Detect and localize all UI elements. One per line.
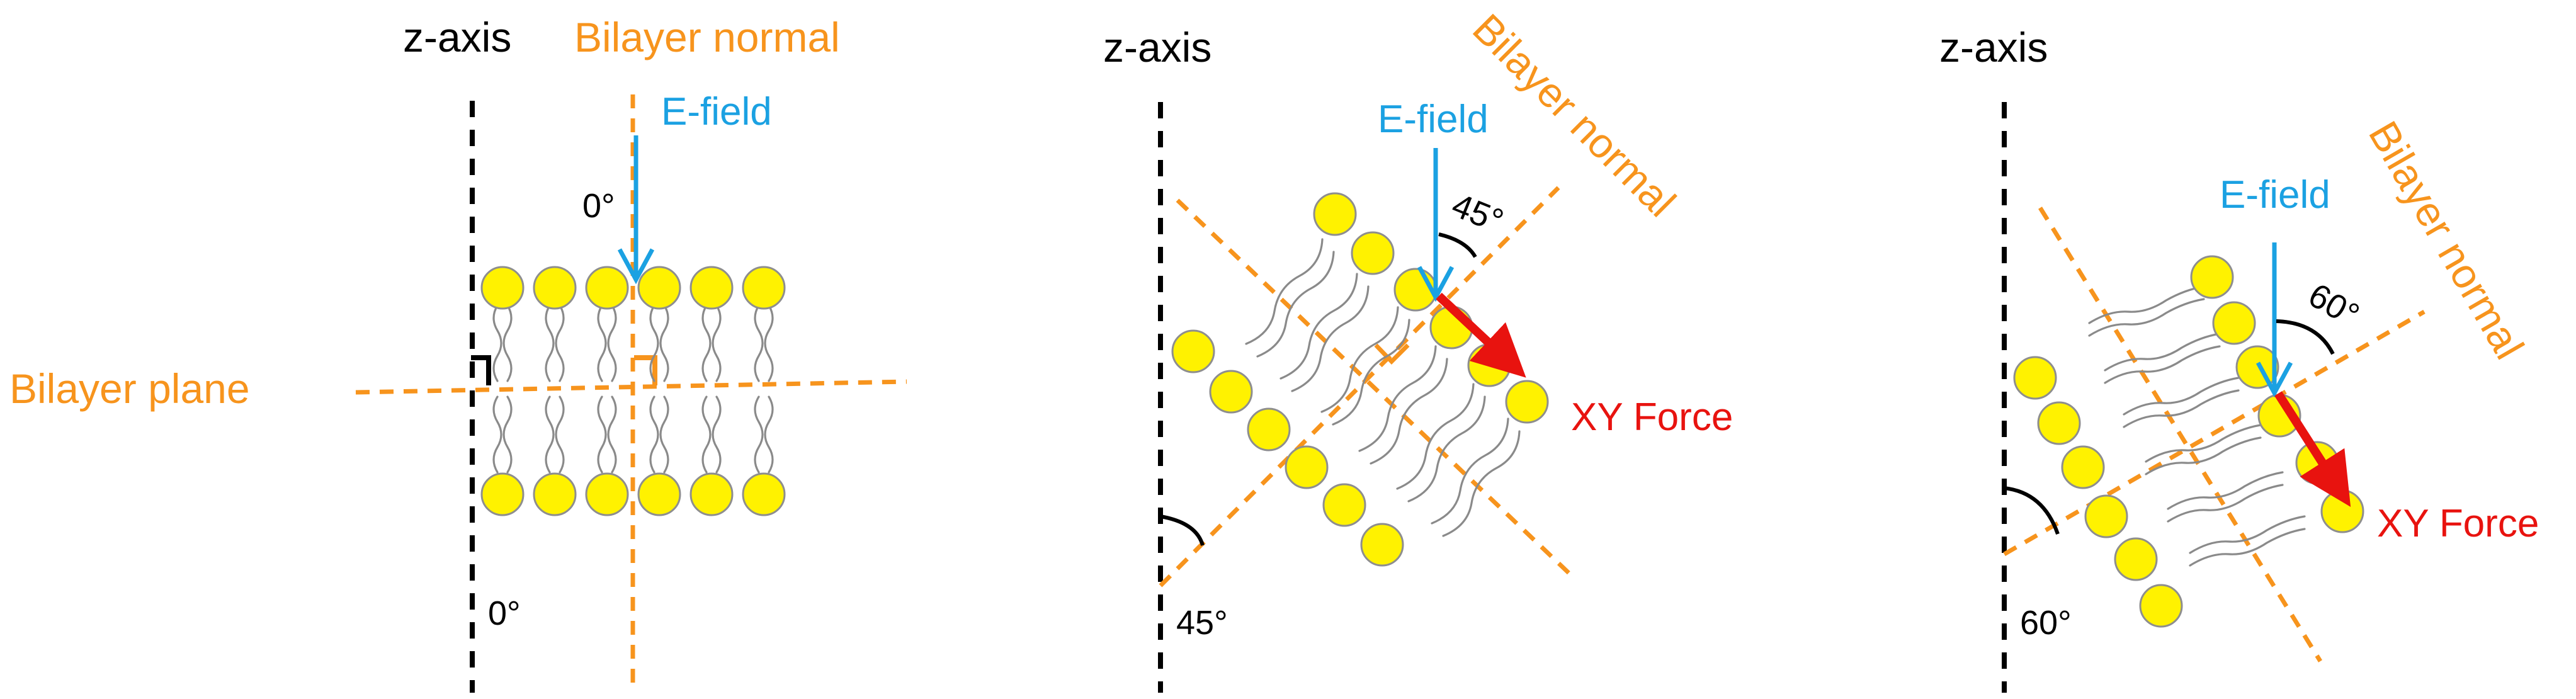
- xy-force-label: XY Force: [1571, 395, 1733, 439]
- panel-45-degrees: z-axis Bilayer normal: [1103, 5, 1733, 693]
- lipid-head: [585, 266, 629, 310]
- lipid-head: [742, 472, 786, 516]
- lipid-head: [1171, 329, 1215, 373]
- z-axis-label: z-axis: [1939, 24, 2048, 71]
- efield-angle-arc: [2276, 319, 2335, 355]
- efield-angle-label: 45°: [1447, 186, 1509, 240]
- efield-arrow: [1417, 148, 1455, 302]
- efield-arrow: [2255, 242, 2293, 398]
- efield-label: E-field: [2220, 173, 2330, 217]
- lipid-head: [2212, 301, 2256, 345]
- bilayer-normal-line: [2003, 309, 2426, 557]
- bilayer-plane-line: [2038, 207, 2322, 662]
- efield-arrow: [617, 135, 655, 285]
- lipid-head: [2114, 537, 2158, 581]
- lipid-tails: [492, 304, 774, 474]
- lipid-head: [1351, 231, 1395, 275]
- lipid-head: [1322, 483, 1366, 527]
- lipid-head: [533, 266, 577, 310]
- xy-force-label: XY Force: [2377, 502, 2539, 545]
- bilayer-normal-label: Bilayer normal: [2360, 113, 2533, 367]
- lipid-head: [2139, 584, 2183, 628]
- lipid-heads: [1171, 192, 1549, 567]
- bilayer-plane-line: [355, 379, 907, 395]
- efield-angle-label: 0°: [582, 187, 615, 225]
- panel-60-degrees: z-axis Bilayer normal: [1939, 24, 2539, 693]
- zaxis-angle-label: 0°: [488, 594, 521, 632]
- z-axis-label: z-axis: [403, 14, 511, 60]
- lipid-head: [2037, 401, 2081, 445]
- xy-force-arrow: [1436, 292, 1526, 378]
- lipid-head: [1467, 343, 1511, 387]
- panel-0-degrees: z-axis Bilayer normal Bilayer plane: [9, 14, 907, 693]
- lipid-head: [2013, 356, 2057, 400]
- lipid-head: [533, 472, 577, 516]
- lipid-head: [1247, 407, 1291, 452]
- right-angle-mark: [1374, 343, 1410, 365]
- lipid-head: [637, 472, 681, 516]
- lipid-head: [1505, 380, 1549, 424]
- right-angle-mark-normal: [634, 355, 657, 385]
- bilayer-normal-label: Bilayer normal: [574, 14, 840, 60]
- xy-force-arrow: [2274, 391, 2351, 508]
- lipid-head: [2235, 345, 2279, 389]
- zaxis-angle-label: 60°: [2020, 604, 2072, 642]
- right-angle-mark-zaxis: [471, 355, 491, 385]
- efield-angle-label: 60°: [2302, 276, 2366, 334]
- z-axis-label: z-axis: [1103, 24, 1211, 71]
- lipid-heads: [480, 266, 786, 516]
- lipid-tails: [1245, 238, 1521, 537]
- bilayer-plane-line: [1176, 198, 1576, 580]
- lipid-head: [637, 266, 681, 310]
- lipid-head: [2320, 489, 2364, 533]
- bilayer-plane-label: Bilayer plane: [9, 365, 250, 412]
- lipid-head: [480, 266, 525, 310]
- lipid-head: [480, 472, 525, 516]
- zaxis-angle-label: 45°: [1176, 604, 1228, 642]
- bilayer-normal-label: Bilayer normal: [1464, 5, 1685, 226]
- lipid-head: [1285, 445, 1329, 489]
- zaxis-angle-arc: [1160, 514, 1205, 546]
- lipid-head: [1313, 192, 1357, 236]
- efield-label: E-field: [661, 90, 772, 134]
- lipid-head: [2190, 255, 2234, 299]
- efield-label: E-field: [1378, 98, 1489, 141]
- lipid-head: [689, 472, 734, 516]
- lipid-head: [585, 472, 629, 516]
- lipid-head: [689, 266, 734, 310]
- lipid-head: [2061, 445, 2105, 489]
- zaxis-angle-arc: [2004, 486, 2060, 535]
- lipid-head: [742, 266, 786, 310]
- lipid-head: [1360, 523, 1404, 567]
- efield-angle-arc: [1438, 232, 1477, 258]
- lipid-tails: [2088, 285, 2306, 567]
- lipid-head: [1209, 370, 1253, 414]
- lipid-head: [2084, 494, 2128, 538]
